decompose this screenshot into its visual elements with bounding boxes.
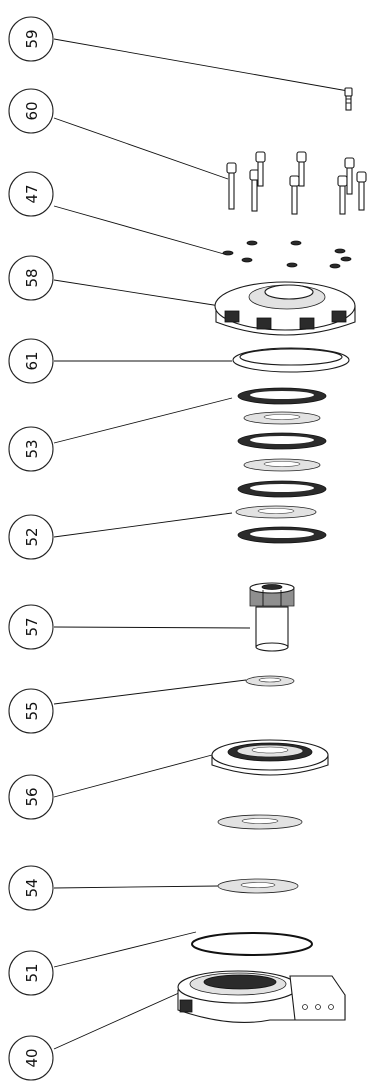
part-53-52-disc-stack xyxy=(235,387,327,544)
balloon-40-label: 40 xyxy=(23,1048,41,1067)
balloon-55: 55 xyxy=(8,688,54,734)
leader-53 xyxy=(53,397,233,444)
balloon-57: 57 xyxy=(8,604,54,650)
part-61-ring xyxy=(232,347,350,373)
balloon-51-label: 51 xyxy=(23,963,41,982)
balloon-51: 51 xyxy=(8,950,54,996)
leader-55 xyxy=(53,679,247,705)
balloon-47-label: 47 xyxy=(23,184,41,203)
leader-57 xyxy=(53,626,251,629)
balloon-53: 53 xyxy=(8,426,54,472)
leader-40 xyxy=(53,987,191,1050)
balloon-61-label: 61 xyxy=(23,351,41,370)
part-58-cover xyxy=(214,281,356,336)
leader-59 xyxy=(53,38,349,92)
leader-56 xyxy=(53,754,213,798)
part-54-washer xyxy=(217,878,299,894)
balloon-61: 61 xyxy=(8,338,54,384)
balloon-58-label: 58 xyxy=(23,268,41,287)
part-55-washer xyxy=(245,675,295,687)
balloon-59-label: 59 xyxy=(23,29,41,48)
balloon-56-label: 56 xyxy=(23,787,41,806)
leader-52 xyxy=(53,512,233,538)
part-57-bushing xyxy=(249,582,295,652)
balloon-55-label: 55 xyxy=(23,701,41,720)
leader-58 xyxy=(53,279,221,307)
balloon-47: 47 xyxy=(8,171,54,217)
balloon-52-label: 52 xyxy=(23,527,41,546)
balloon-58: 58 xyxy=(8,255,54,301)
leader-54 xyxy=(53,885,219,889)
balloon-59: 59 xyxy=(8,16,54,62)
plain-washer xyxy=(217,814,303,830)
balloon-60: 60 xyxy=(8,88,54,134)
part-56-flange xyxy=(211,739,329,776)
balloon-52: 52 xyxy=(8,514,54,560)
leader-51 xyxy=(53,931,197,968)
balloon-53-label: 53 xyxy=(23,439,41,458)
leader-60 xyxy=(53,117,229,180)
balloon-56: 56 xyxy=(8,774,54,820)
balloon-54-label: 54 xyxy=(23,878,41,897)
part-60-bolts xyxy=(226,151,367,215)
balloon-57-label: 57 xyxy=(23,617,41,636)
part-40-housing xyxy=(177,970,346,1024)
part-59-screw xyxy=(344,87,353,111)
balloon-54: 54 xyxy=(8,865,54,911)
leader-47 xyxy=(53,205,225,255)
part-47-washers xyxy=(222,240,352,269)
balloon-40: 40 xyxy=(8,1035,54,1081)
balloon-60-label: 60 xyxy=(23,101,41,120)
leader-lines xyxy=(53,38,349,1050)
part-51-o-ring xyxy=(191,932,313,956)
